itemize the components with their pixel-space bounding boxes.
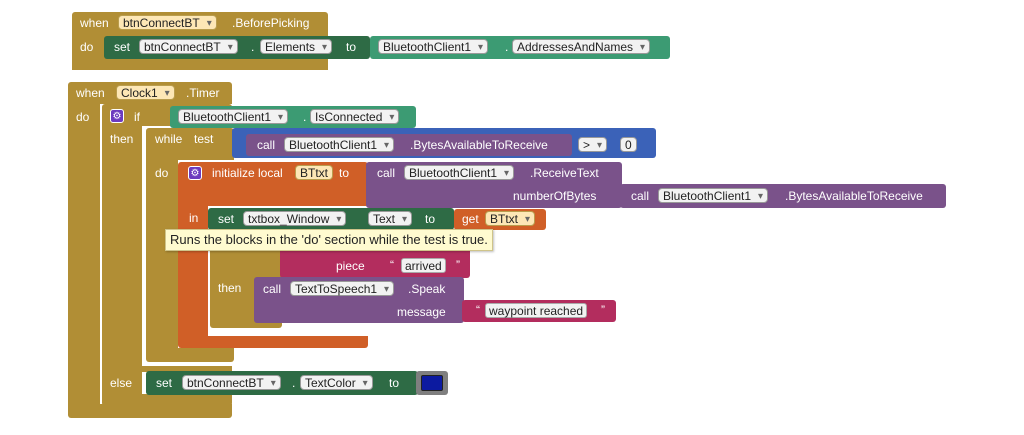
bytes-component-dropdown[interactable]: BluetoothClient1 [284, 137, 395, 153]
local-mutator-gear-icon[interactable]: ⚙ [188, 166, 202, 180]
cond-component-dropdown[interactable]: BluetoothClient1 [178, 109, 289, 125]
then-label: then [110, 132, 134, 146]
set-to-label: to [425, 212, 436, 226]
else-set-label: set [156, 376, 173, 390]
close-quote: ” [601, 303, 605, 317]
do-label: do [80, 40, 94, 54]
while-tooltip: Runs the blocks in the 'do' section whil… [165, 229, 493, 251]
get-variable-dropdown[interactable]: BTtxt [485, 211, 536, 227]
set-property-dropdown[interactable]: Text [368, 211, 413, 227]
local-to-label: to [339, 166, 350, 180]
dot-label: . [505, 40, 509, 54]
open-quote: “ [390, 258, 394, 272]
color-swatch[interactable] [421, 375, 443, 391]
message-label: message [397, 305, 446, 319]
dot-label: . [251, 40, 255, 54]
piece-text-field[interactable]: arrived [401, 258, 446, 273]
else-label: else [110, 376, 133, 390]
speak-component-dropdown[interactable]: TextToSpeech1 [290, 281, 395, 297]
timer-component-dropdown[interactable]: Clock1 [116, 85, 175, 101]
dot-label: . [303, 110, 307, 124]
number-of-bytes-label: numberOfBytes [513, 189, 597, 203]
nob-call-label: call [631, 189, 650, 203]
nob-method-label: .BytesAvailableToReceive [785, 189, 923, 203]
to-label: to [346, 40, 357, 54]
event-name-label: .Timer [186, 86, 220, 100]
call-label: call [257, 138, 276, 152]
nob-component-dropdown[interactable]: BluetoothClient1 [658, 188, 769, 204]
source-property-dropdown[interactable]: AddressesAndNames [512, 39, 651, 55]
set-property-dropdown[interactable]: Elements [260, 39, 333, 55]
speak-call-label: call [263, 282, 282, 296]
piece-string-block[interactable]: “ arrived ” [384, 257, 468, 274]
event-block-bottom-notch [72, 60, 328, 70]
get-label: get [462, 212, 479, 226]
else-to-label: to [389, 376, 400, 390]
compare-operator-dropdown[interactable]: > [578, 137, 608, 153]
event-name-label: .BeforePicking [232, 16, 310, 30]
bytes-method-label: .BytesAvailableToReceive [410, 138, 548, 152]
mutator-gear-icon[interactable]: ⚙ [110, 109, 124, 123]
receive-method-label: .ReceiveText [530, 166, 599, 180]
number-value-field[interactable]: 0 [620, 137, 637, 152]
set-label: set [114, 40, 131, 54]
set-component-dropdown[interactable]: btnConnectBT [139, 39, 238, 55]
message-string[interactable]: “ waypoint reached ” [462, 302, 616, 319]
else-property-dropdown[interactable]: TextColor [300, 375, 373, 391]
receive-call-label: call [377, 166, 396, 180]
local-name-field[interactable]: BTtxt [295, 165, 334, 180]
set-component-dropdown[interactable]: txtbox_Window [243, 211, 347, 227]
test-label: test [194, 132, 214, 146]
message-text-field[interactable]: waypoint reached [485, 303, 588, 318]
do-label: do [76, 110, 90, 124]
receive-component-dropdown[interactable]: BluetoothClient1 [404, 165, 515, 181]
speak-method-label: .Speak [408, 282, 446, 296]
inner-then-label: then [218, 281, 242, 295]
when-label: when [80, 16, 109, 30]
dot-label: . [292, 376, 296, 390]
event-component-dropdown[interactable]: btnConnectBT [118, 15, 217, 31]
close-quote: ” [456, 258, 460, 272]
when-label: when [76, 86, 105, 100]
piece-label: piece [336, 259, 365, 273]
open-quote: “ [476, 303, 480, 317]
if-label: if [134, 110, 140, 124]
source-component-dropdown[interactable]: BluetoothClient1 [378, 39, 489, 55]
while-label: while [155, 132, 183, 146]
else-component-dropdown[interactable]: btnConnectBT [182, 375, 281, 391]
in-label: in [189, 211, 199, 225]
cond-property-dropdown[interactable]: IsConnected [310, 109, 400, 125]
while-do-label: do [155, 166, 169, 180]
set-label: set [218, 212, 235, 226]
initialize-local-label: initialize local [212, 166, 283, 180]
